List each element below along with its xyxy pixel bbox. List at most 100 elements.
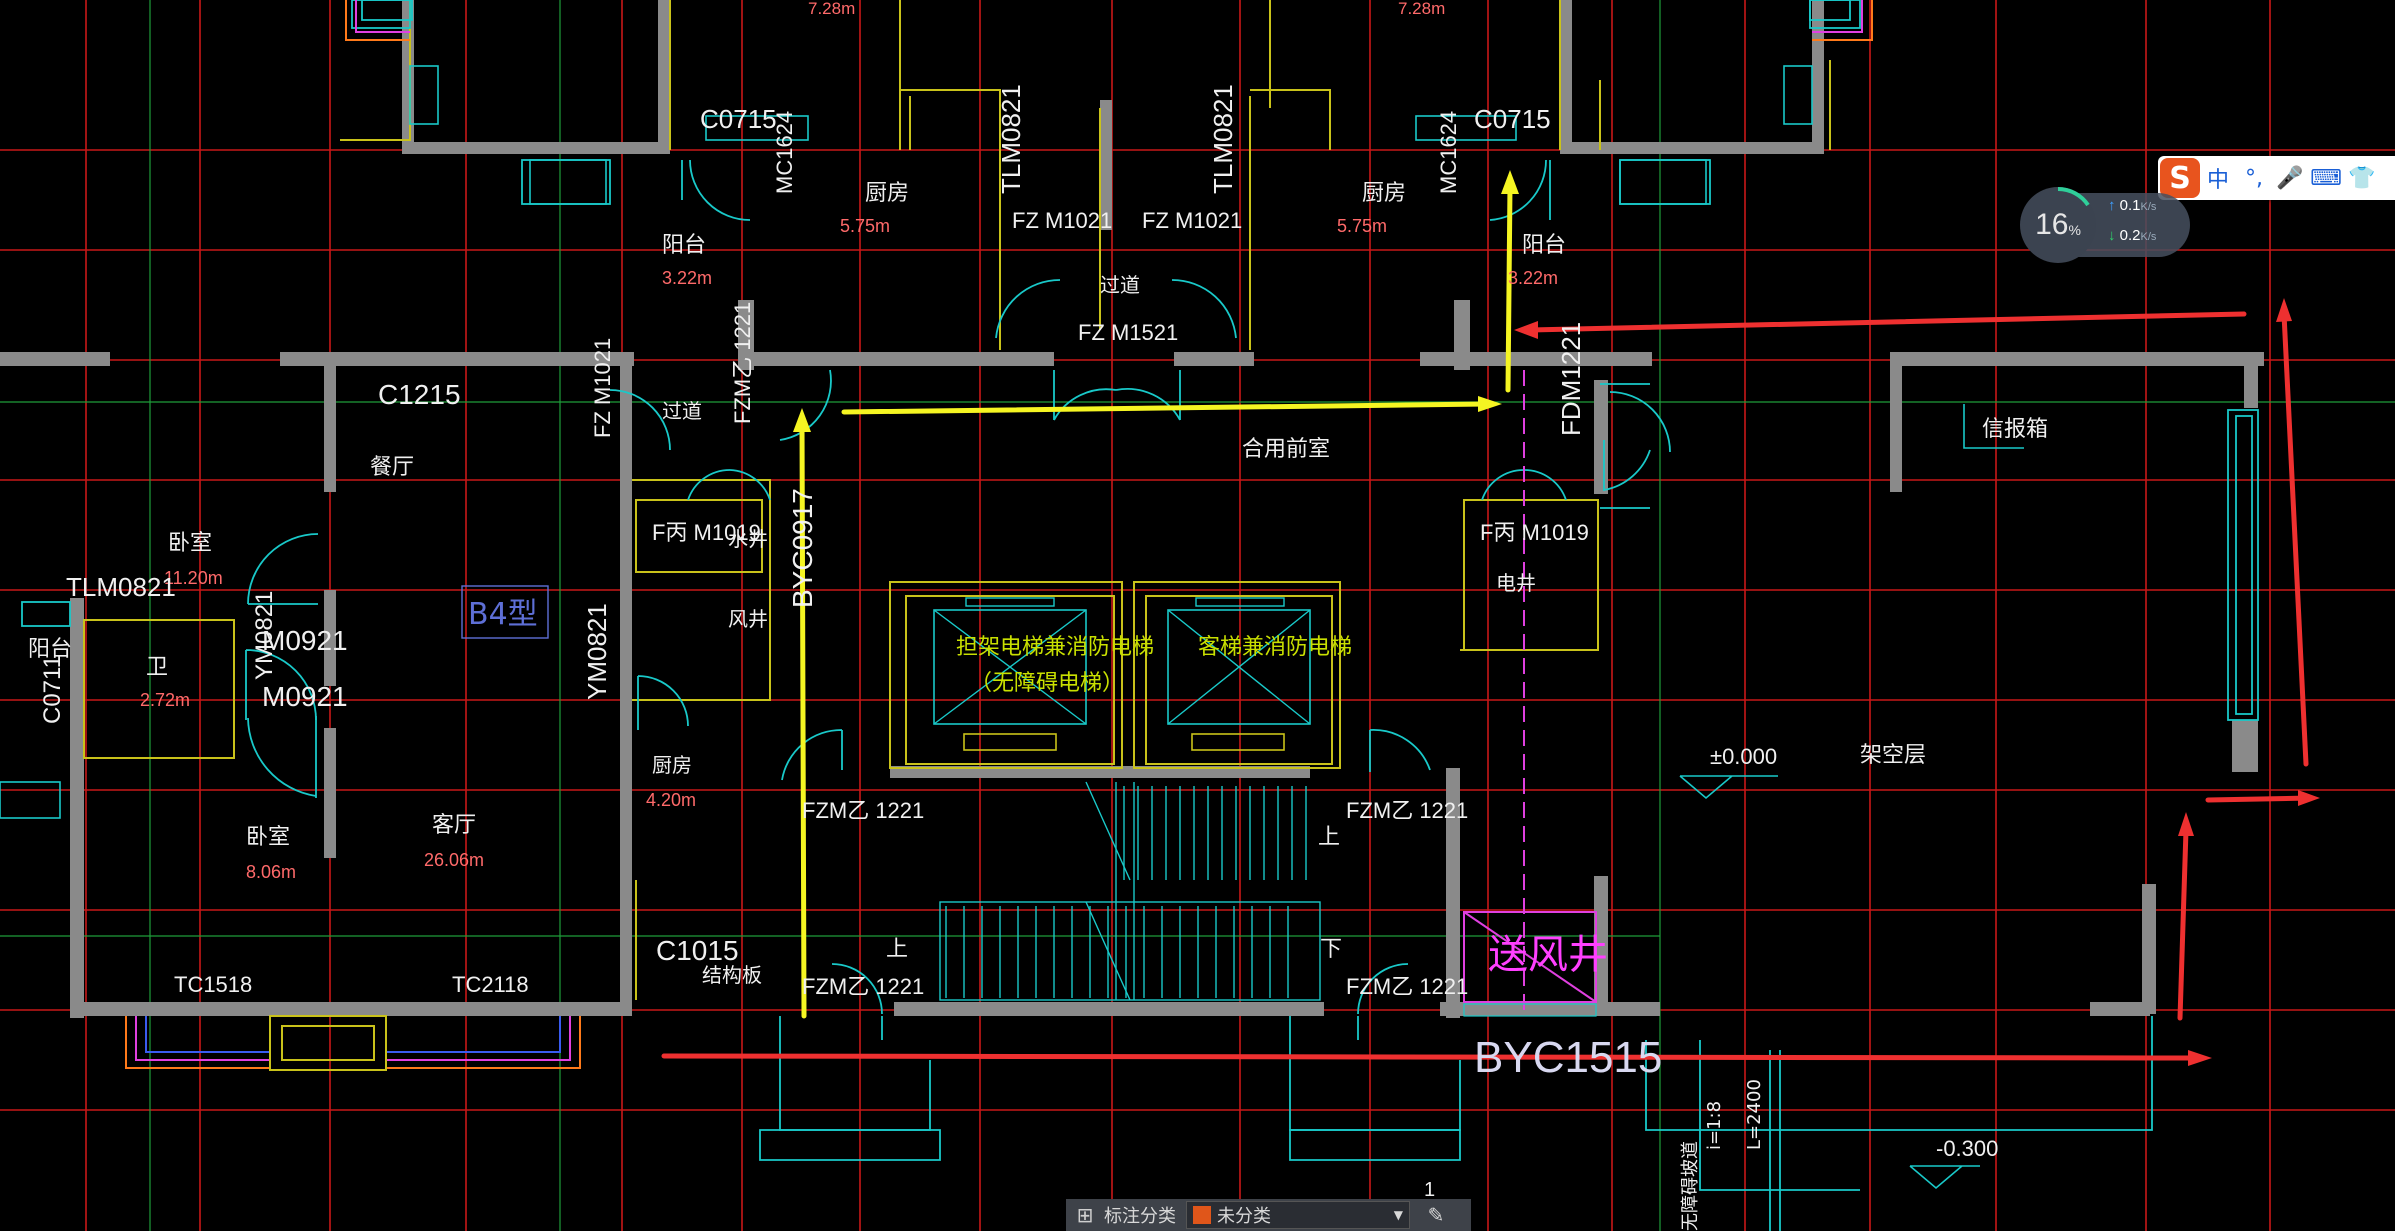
vertical-door-label: TLM0821 xyxy=(996,84,1026,194)
room-label: TC1518 xyxy=(174,972,252,997)
room-label: 结构板 xyxy=(702,963,762,987)
room-label: C1015 xyxy=(656,935,739,966)
bay-windows xyxy=(125,0,1873,1071)
vertical-door-label: MC1624 xyxy=(1436,111,1461,194)
room-label: 客厅 xyxy=(432,813,476,838)
room-label: 5.75m xyxy=(840,216,890,236)
room-label: F丙 M1019 xyxy=(1480,520,1589,545)
room-label: 送风井 xyxy=(1488,932,1608,978)
annotation-category-select[interactable]: 未分类 ▼ xyxy=(1186,1201,1410,1229)
layers-grid-icon[interactable]: ⊞ xyxy=(1076,1203,1094,1227)
svg-text:（无障碍电梯）: （无障碍电梯） xyxy=(970,671,1124,696)
room-label: 架空层 xyxy=(1860,743,1926,768)
annotation-category-label: 标注分类 xyxy=(1104,1206,1176,1227)
edit-icon[interactable]: ✎ xyxy=(1427,1203,1445,1227)
svg-text:担架电梯兼消防电梯: 担架电梯兼消防电梯 xyxy=(956,635,1154,660)
room-label: C1215 xyxy=(378,379,461,410)
vertical-door-label: YM0821 xyxy=(582,603,612,700)
vertical-door-label: TLM0821 xyxy=(1208,84,1238,194)
ime-logo-icon[interactable]: S xyxy=(2160,158,2200,198)
download-arrow-icon: ↓ xyxy=(2108,227,2116,244)
room-label: 26.06m xyxy=(424,850,484,870)
room-label: BYC1515 xyxy=(1474,1033,1662,1082)
room-label: 上 xyxy=(886,937,908,962)
ime-skin-icon[interactable]: 👕 xyxy=(2348,165,2376,191)
cpu-percent: 16% xyxy=(2035,208,2081,241)
vertical-door-label: YM0821 xyxy=(251,591,278,680)
windows-doors xyxy=(21,0,2259,1231)
type-tag-box xyxy=(461,585,549,639)
download-speed: ↓ 0.2K/s xyxy=(2108,227,2157,244)
room-label: 电井 xyxy=(1496,571,1536,595)
room-label: FZ M1021 xyxy=(1142,208,1242,233)
room-label: 信报箱 xyxy=(1982,417,2048,442)
room-label: 厨房 xyxy=(865,181,909,206)
room-label: 水井 xyxy=(728,527,768,551)
stairs xyxy=(939,781,1321,1001)
svg-text:无障碍坡道: 无障碍坡道 xyxy=(1680,1141,1701,1231)
annotation-category-toolbar: ⊞ 标注分类 未分类 ▼ ✎ xyxy=(1066,1199,1471,1231)
category-selected-value: 未分类 xyxy=(1217,1206,1271,1227)
room-label: 卧室 xyxy=(168,531,212,556)
slope-labels: i=1:8 L=2400 无障碍坡道 xyxy=(1680,1079,1765,1231)
hatched-strip xyxy=(1463,1003,1597,1017)
vertical-door-label: FDM1221 xyxy=(1556,322,1586,436)
room-label: 4.20m xyxy=(646,790,696,810)
vertical-door-label: C0711 xyxy=(39,655,66,724)
elevator-right xyxy=(1145,595,1333,765)
room-label: FZM乙 1221 xyxy=(1346,974,1468,999)
room-label: 1 xyxy=(1424,1179,1435,1201)
ime-chinese-mode[interactable]: 中 xyxy=(2206,168,2229,193)
upload-arrow-icon: ↑ xyxy=(2108,197,2116,214)
arrow-heads xyxy=(793,170,2320,1066)
room-outlines xyxy=(83,0,1831,1000)
room-label: FZ M1021 xyxy=(1012,208,1112,233)
room-label: B4型 xyxy=(468,597,538,632)
room-label: 厨房 xyxy=(1362,181,1406,206)
room-label: FZM乙 1221 xyxy=(802,974,924,999)
elevator-left xyxy=(905,595,1115,765)
room-label: 阳台 xyxy=(1522,233,1566,258)
chevron-down-icon[interactable]: ▼ xyxy=(1393,1208,1403,1222)
room-label: 过道 xyxy=(1100,273,1140,297)
room-label: TC2118 xyxy=(452,972,529,997)
room-label: 下 xyxy=(1320,937,1342,962)
room-label: 上 xyxy=(1318,825,1340,850)
elevator-right-label: 客梯兼消防电梯 xyxy=(1198,635,1352,660)
room-label: 餐厅 xyxy=(370,455,414,480)
category-color-swatch xyxy=(1193,1206,1211,1224)
room-label: 5.75m xyxy=(1337,216,1387,236)
vertical-door-label: BYC0917 xyxy=(787,488,818,608)
network-monitor[interactable]: 16% ↑ 0.1K/s ↓ 0.2K/s xyxy=(2016,183,2190,267)
room-label: C0715 xyxy=(700,104,777,134)
room-label: FZ M1521 xyxy=(1078,320,1178,345)
room-label: 合用前室 xyxy=(1242,437,1330,462)
room-label: 7.28m xyxy=(1398,0,1445,18)
svg-text:i=1:8: i=1:8 xyxy=(1704,1101,1725,1150)
room-label: 2.72m xyxy=(140,690,190,710)
annotation-arrows xyxy=(661,183,2313,1061)
ime-microphone-icon[interactable]: 🎤 xyxy=(2276,165,2304,191)
room-label: 风井 xyxy=(728,607,768,631)
elevation-symbols xyxy=(1679,404,2024,1190)
room-label: FZM乙 1221 xyxy=(1346,798,1468,823)
room-label: 阳台 xyxy=(662,233,706,258)
ime-keyboard-icon[interactable]: ⌨ xyxy=(2310,165,2342,191)
ac-units xyxy=(0,65,1813,819)
ime-toolbar[interactable]: S 中 °, 🎤 ⌨ 👕 xyxy=(2158,156,2395,200)
room-label: 过道 xyxy=(662,399,702,423)
room-label: 卫 xyxy=(146,655,168,680)
room-label: FZM乙 1221 xyxy=(802,798,924,823)
room-label: ±0.000 xyxy=(1710,744,1777,769)
svg-text:L=2400: L=2400 xyxy=(1744,1079,1765,1150)
room-label: M0921 xyxy=(262,681,348,712)
ime-punctuation-icon[interactable]: °, xyxy=(2245,165,2263,191)
room-label: TLM0821 xyxy=(66,572,176,602)
room-label: F丙 M1019 xyxy=(652,520,761,545)
room-label: -0.300 xyxy=(1936,1136,1998,1161)
cpu-ring xyxy=(2020,186,2096,263)
